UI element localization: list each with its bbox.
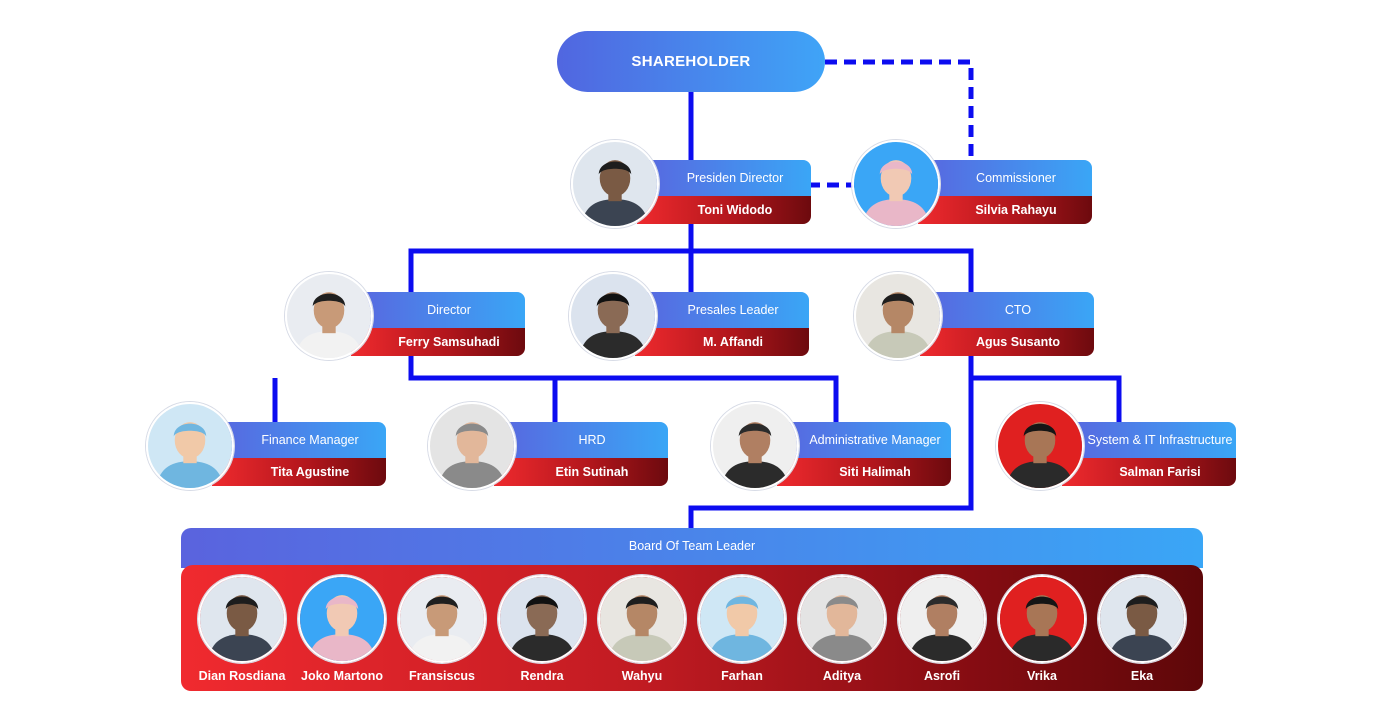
avatar-photo (146, 402, 234, 490)
card-cto: CTO Agus Susanto (854, 268, 1094, 360)
team-member: Dian Rosdiana (192, 575, 292, 689)
person-name: M. Affandi (635, 328, 809, 356)
person-silhouette-icon (713, 404, 797, 488)
avatar-photo (898, 575, 986, 663)
role-label: Administrative Manager (771, 422, 951, 462)
person-silhouette-icon (700, 577, 784, 661)
member-name: Joko Martono (301, 669, 383, 683)
member-name: Fransiscus (408, 669, 475, 683)
avatar-photo (571, 140, 659, 228)
card-director: Director Ferry Samsuhadi (285, 268, 525, 360)
person-name: Etin Sutinah (494, 458, 668, 486)
team-member: Vrika (992, 575, 1092, 689)
avatar-photo (996, 402, 1084, 490)
person-silhouette-icon (430, 404, 514, 488)
avatar-photo (1098, 575, 1186, 663)
person-name: Siti Halimah (777, 458, 951, 486)
person-silhouette-icon (571, 274, 655, 358)
member-name: Wahyu (621, 669, 663, 683)
team-leader-board: Dian Rosdiana Joko Martono Fransiscus Re… (181, 565, 1203, 691)
team-member: Asrofi (892, 575, 992, 689)
card-presales-leader: Presales Leader M. Affandi (569, 268, 809, 360)
person-silhouette-icon (900, 577, 984, 661)
team-member: Farhan (692, 575, 792, 689)
person-silhouette-icon (856, 274, 940, 358)
avatar-photo (711, 402, 799, 490)
person-silhouette-icon (400, 577, 484, 661)
member-name: Vrika (1027, 669, 1057, 683)
role-label: Commissioner (912, 160, 1092, 200)
person-name: Ferry Samsuhadi (351, 328, 525, 356)
role-label: Director (345, 292, 525, 332)
person-name: Salman Farisi (1062, 458, 1236, 486)
role-label: Presales Leader (629, 292, 809, 332)
person-name: Tita Agustine (212, 458, 386, 486)
person-silhouette-icon (500, 577, 584, 661)
team-member: Fransiscus (392, 575, 492, 689)
team-leader-board-title: Board Of Team Leader (181, 528, 1203, 568)
person-silhouette-icon (200, 577, 284, 661)
member-name: Asrofi (923, 669, 961, 683)
team-title: Board Of Team Leader (628, 539, 756, 553)
line-shareholder-commissioner (825, 59, 974, 165)
person-name: Agus Susanto (920, 328, 1094, 356)
person-silhouette-icon (1100, 577, 1184, 661)
avatar-photo (569, 272, 657, 360)
person-silhouette-icon (1000, 577, 1084, 661)
avatar-photo (798, 575, 886, 663)
card-administrative-manager: Administrative Manager Siti Halimah (711, 398, 951, 490)
line-cto-board (688, 356, 974, 532)
card-hrd: HRD Etin Sutinah (428, 398, 668, 490)
card-finance-manager: Finance Manager Tita Agustine (146, 398, 386, 490)
team-member: Aditya (792, 575, 892, 689)
person-silhouette-icon (600, 577, 684, 661)
avatar-photo (398, 575, 486, 663)
avatar-photo (298, 575, 386, 663)
team-member: Wahyu (592, 575, 692, 689)
person-silhouette-icon (800, 577, 884, 661)
role-label: System & IT Infrastructure (1056, 422, 1236, 462)
card-presiden-director: Presiden Director Toni Widodo (571, 136, 811, 228)
avatar-photo (854, 272, 942, 360)
person-name: Toni Widodo (637, 196, 811, 224)
person-name: Silvia Rahayu (918, 196, 1092, 224)
member-name: Rendra (520, 669, 564, 683)
role-label: CTO (914, 292, 1094, 332)
person-silhouette-icon (148, 404, 232, 488)
avatar-photo (698, 575, 786, 663)
role-label: Presiden Director (631, 160, 811, 200)
person-silhouette-icon (287, 274, 371, 358)
avatar-photo (198, 575, 286, 663)
line-director-managers (408, 356, 839, 425)
avatar-photo (428, 402, 516, 490)
member-name: Farhan (721, 669, 763, 683)
role-label: Finance Manager (206, 422, 386, 462)
avatar-photo (498, 575, 586, 663)
team-member: Eka (1092, 575, 1192, 689)
member-name: Dian Rosdiana (198, 669, 286, 683)
member-name: Eka (1130, 669, 1154, 683)
person-silhouette-icon (854, 142, 938, 226)
card-system-it-infrastructure: System & IT Infrastructure Salman Farisi (996, 398, 1236, 490)
card-commissioner: Commissioner Silvia Rahayu (852, 136, 1092, 228)
avatar-photo (998, 575, 1086, 663)
person-silhouette-icon (300, 577, 384, 661)
avatar-photo (285, 272, 373, 360)
team-member: Joko Martono (292, 575, 392, 689)
avatar-photo (598, 575, 686, 663)
role-label: HRD (488, 422, 668, 462)
team-member: Rendra (492, 575, 592, 689)
member-name: Aditya (822, 669, 862, 683)
shareholder-node: SHAREHOLDER (557, 31, 825, 92)
avatar-photo (852, 140, 940, 228)
shareholder-label: SHAREHOLDER (631, 53, 751, 70)
person-silhouette-icon (998, 404, 1082, 488)
person-silhouette-icon (573, 142, 657, 226)
